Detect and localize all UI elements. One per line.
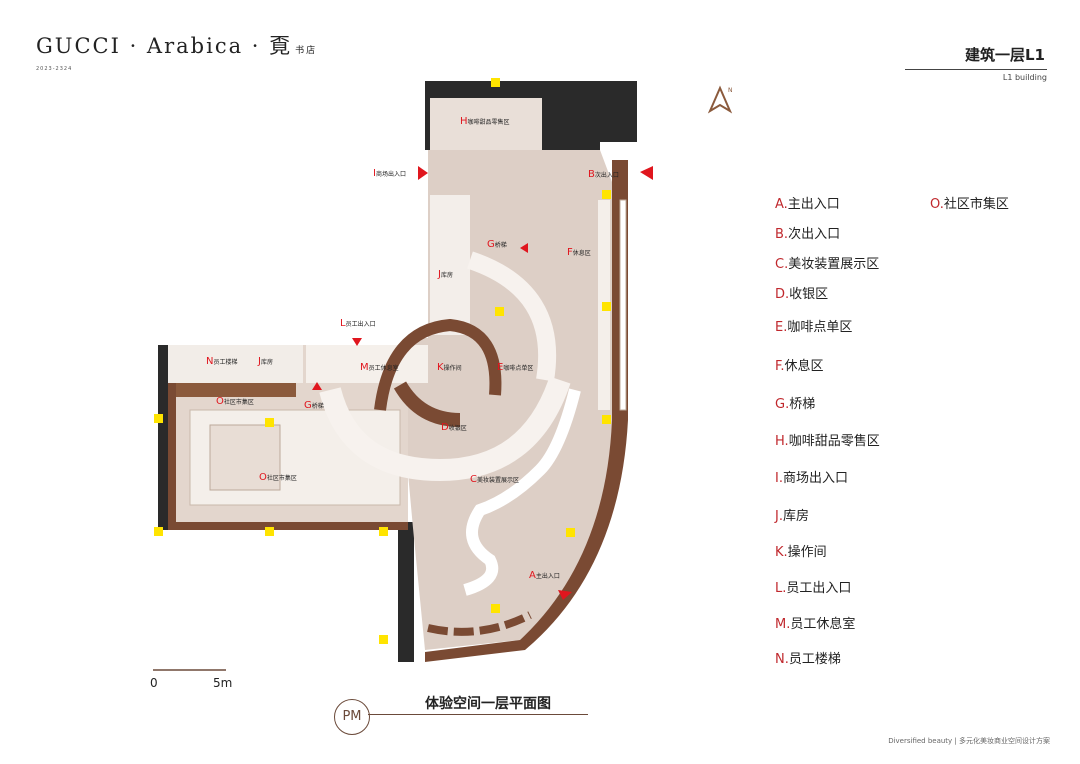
zone-label-g: G桥梯 [487,239,507,250]
display-band-upper [467,251,557,382]
sheet-title: 建筑一层L1 [905,44,1047,70]
shelf-wall-north [176,383,296,397]
bench-east [619,199,627,411]
room-staff-stair [168,345,303,383]
zone-label-j: J库房 [437,269,453,280]
zone-label-j2: J库房 [257,356,273,367]
zone-label-o: O社区市集区 [216,396,254,407]
legend-item-k: K.操作间 [775,545,827,560]
zone-label-b: B次出入口 [588,169,619,180]
cashier-counter [393,381,461,427]
zone-label-d: D收银区 [441,422,467,433]
entrance-arrows [312,166,653,600]
legend-item-b: B.次出入口 [775,227,841,242]
legend-item-d: D.收银区 [775,287,829,302]
bridge-g-arrow-icon [520,243,528,253]
legend-item-f: F.休息区 [775,359,824,374]
scale-end-label: 5m [213,676,233,690]
legend-item-j: J.库房 [775,509,809,524]
room-dessert-retail [430,98,542,150]
counter-arc [374,318,502,411]
wall-west [168,383,176,522]
legend-item-c: C.美妆装置展示区 [775,257,880,272]
sheet-subtitle: L1 building [1002,73,1047,82]
sheet-title-block: 建筑一层L1 L1 building [905,44,1047,82]
structure-bottom [398,522,414,662]
legend-item-i: I.商场出入口 [775,471,848,486]
market-stand [209,424,281,491]
legend-item-m: M.员工休息室 [775,617,856,632]
zone-label-h: H咖啡甜品零售区 [460,116,510,127]
north-arrow-icon: N [707,85,733,114]
zone-label-g2: G桥梯 [304,400,324,411]
legend-item-h: H.咖啡甜品零售区 [775,434,880,449]
entrance-b-arrow-icon [640,166,653,180]
brand-title: GUCCI · Arabica · 覔书店 [36,30,317,60]
footer-text: Diversified beauty | 多元化美妆商业空间设计方案 [888,737,1050,745]
entrance-markers [154,78,611,644]
wall-south-left [168,522,408,530]
shelf-arc-bottom [427,611,532,636]
zone-label-e: E咖啡点单区 [497,362,533,373]
room-storage [430,195,470,335]
brand-subtitle: 书店 [295,46,318,56]
zone-label-k: K操作间 [437,362,462,373]
bridge-g2-arrow-icon [312,382,322,390]
display-band-outer [319,376,571,482]
legend-item-a: A.主出入口 [775,197,840,212]
legend-item-g: G.桥梯 [775,397,816,412]
north-label: N [728,87,733,94]
structure-left [158,345,168,530]
brand-years: 2023-2324 [36,66,73,72]
legend-item-n: N.员工楼梯 [775,652,841,667]
zone-label-i: I商场出入口 [373,168,406,179]
legend-item-l: L.员工出入口 [775,581,852,596]
entrance-a-arrow-icon [558,590,572,600]
zone-label-l: L员工出入口 [340,318,376,329]
zone-label-n: N员工楼梯 [206,356,238,367]
brand-name: GUCCI · Arabica · 覔 [36,34,293,58]
serpentine-display [463,388,581,596]
zone-label-c: C美妆装置展示区 [470,474,519,485]
plan-title: 体验空间一层平面图 [425,696,551,712]
zone-label-a: A主出入口 [529,570,560,581]
structure-top [425,81,637,152]
legend-item-o: O.社区市集区 [930,197,1009,212]
scale-start-label: 0 [150,676,158,690]
zone-label-o2: O社区市集区 [259,472,297,483]
plan-title-underline [368,714,588,715]
zone-label-f: F休息区 [567,247,591,258]
plan-badge: PM [334,699,370,735]
legend-item-e: E.咖啡点单区 [775,320,853,335]
entrance-i-arrow-icon [418,166,428,180]
entrance-l-arrow-icon [352,338,362,346]
zone-label-m: M员工休息室 [360,362,399,373]
